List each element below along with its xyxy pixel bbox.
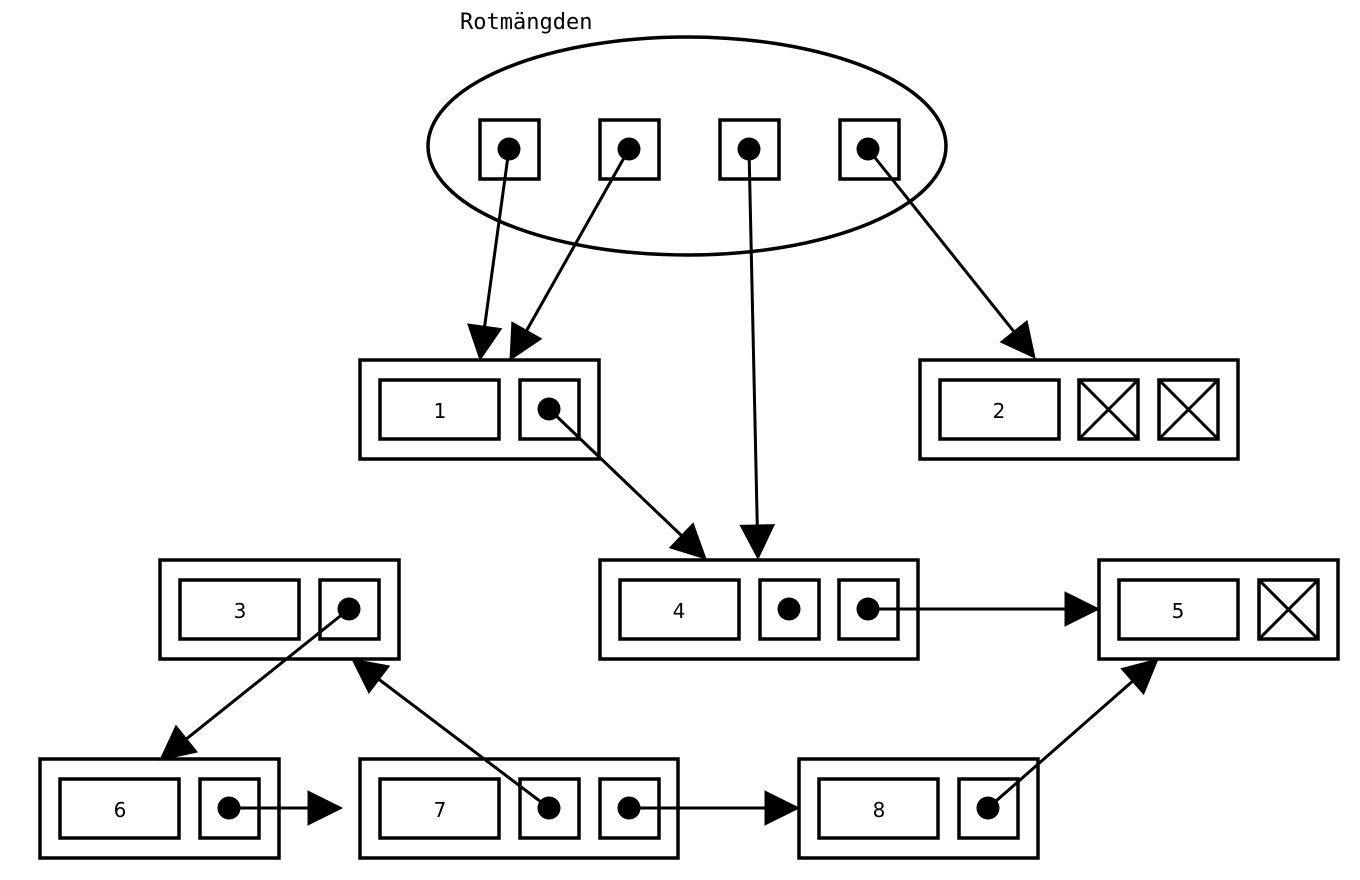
edge-line [547, 407, 683, 537]
arrowhead-icon [668, 522, 707, 560]
root-pointer-4[interactable] [838, 118, 901, 181]
node-label: 7 [434, 798, 447, 822]
edge-root-3-to-2 [866, 148, 1036, 359]
edge-4-1-to-5 [868, 591, 1101, 627]
node-label: 2 [993, 399, 1006, 423]
pointer-dot [777, 597, 801, 621]
heap-node-5[interactable]: 5 [1097, 558, 1340, 661]
root-set-label: Rotmängden [460, 10, 592, 35]
arrowhead-icon [307, 790, 344, 826]
heap-node-8[interactable]: 8 [797, 757, 1040, 860]
edge-line [483, 148, 511, 327]
arrowhead-icon [764, 790, 801, 826]
edge-root-1-to-1 [509, 148, 631, 361]
node-label: 1 [434, 399, 447, 423]
arrowhead-icon [159, 724, 199, 761]
node-label: 6 [114, 798, 127, 822]
edge-line [378, 678, 550, 810]
arrowhead-icon [351, 658, 391, 695]
edge-line [525, 148, 631, 332]
node-label: 5 [1172, 599, 1185, 623]
root-pointer-1[interactable] [478, 118, 541, 181]
arrowhead-icon [1120, 658, 1159, 696]
edge-root-0-to-1 [467, 148, 511, 362]
root-set-ellipse [426, 35, 948, 257]
edge-line [987, 680, 1134, 810]
edge-7-1-to-8 [629, 790, 801, 826]
edge-line [747, 148, 759, 526]
arrowhead-icon [509, 321, 543, 361]
node-label: 3 [234, 599, 247, 623]
edge-6-0-to-7 [229, 790, 344, 826]
arrowhead-icon [999, 319, 1036, 359]
arrowhead-icon [1064, 591, 1101, 627]
node-label: 4 [673, 599, 686, 623]
null-pointer-icon [1157, 378, 1220, 441]
node-label: 8 [873, 798, 886, 822]
edge-3-0-to-6 [159, 607, 350, 761]
heap-node-1[interactable]: 1 [358, 358, 601, 461]
edges [159, 148, 1159, 826]
null-pointer-icon [1257, 578, 1320, 641]
edge-line [185, 607, 350, 740]
null-pointer-icon [1077, 378, 1140, 441]
heap-node-2[interactable]: 2 [918, 358, 1240, 461]
arrowhead-icon [467, 323, 503, 362]
edge-1-0-to-4 [547, 407, 707, 560]
arrowhead-icon [739, 524, 776, 561]
edge-line [866, 148, 1015, 333]
edge-root-2-to-4 [739, 148, 776, 561]
heap-node-3[interactable]: 3 [158, 558, 401, 661]
edge-8-0-to-5 [987, 658, 1159, 810]
edge-7-0-to-3 [351, 658, 550, 810]
